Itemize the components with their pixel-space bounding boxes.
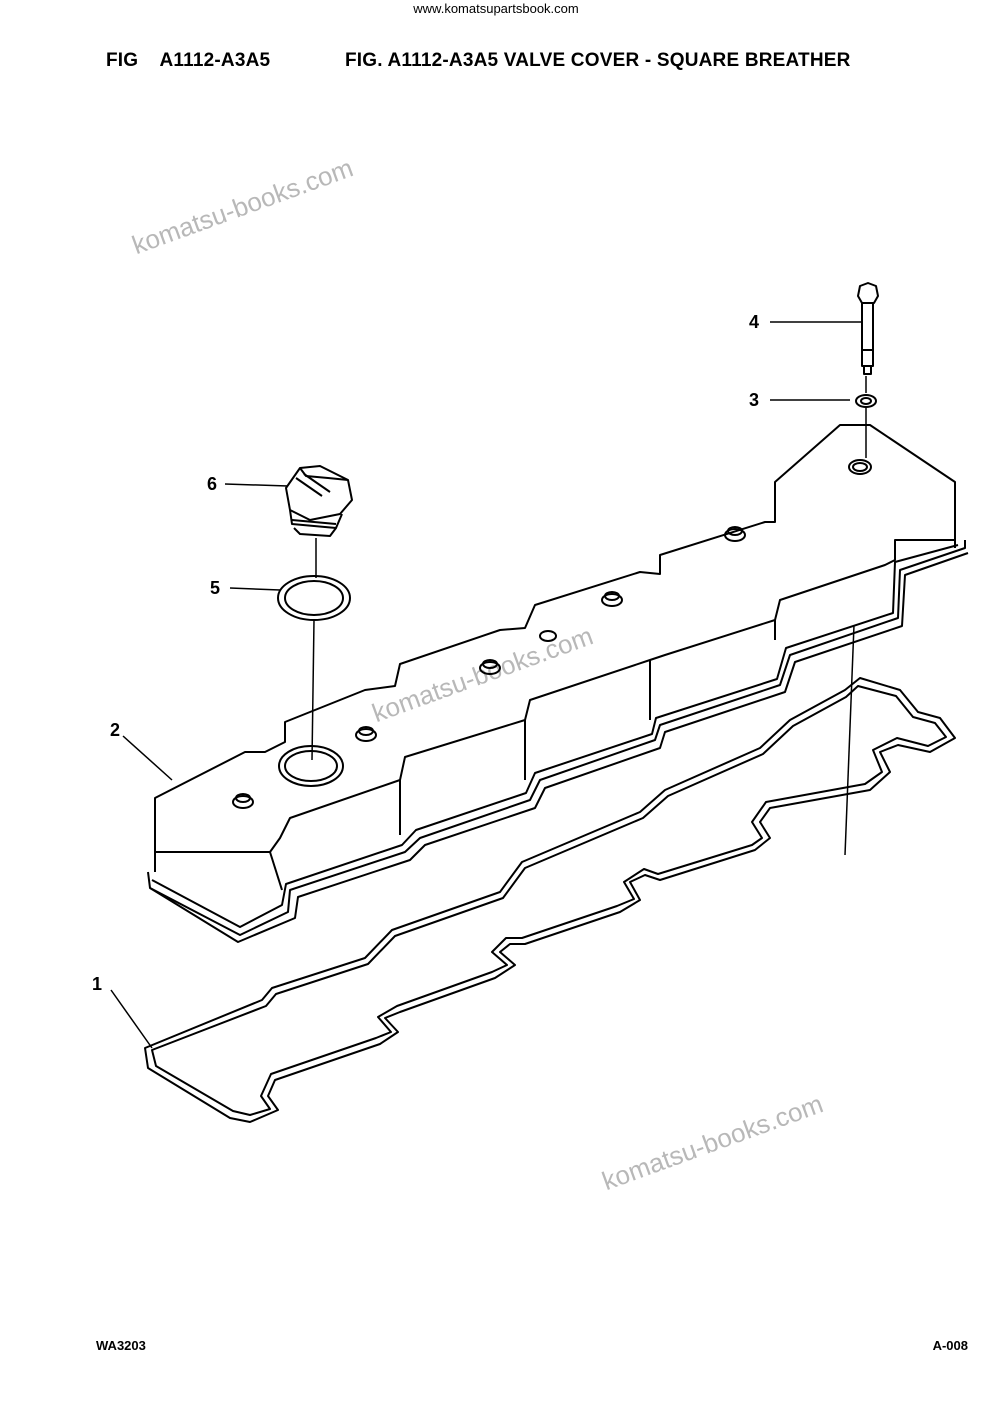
callout-3: 3 <box>749 390 760 410</box>
callout-2: 2 <box>110 720 121 740</box>
callout-6: 6 <box>207 474 218 494</box>
callout-1: 1 <box>92 974 103 994</box>
gasket-part-1 <box>144 677 956 1123</box>
site-url[interactable]: www.komatsupartsbook.com <box>413 1 579 16</box>
figure-title: FIG. A1112-A3A5 VALVE COVER - SQUARE BRE… <box>345 50 851 71</box>
o-ring-part-5 <box>277 575 351 621</box>
figure-code: FIG A1112-A3A5 <box>106 50 271 71</box>
callout-leaders <box>110 321 862 1049</box>
assembly-center-lines <box>311 376 867 856</box>
washer-part-3 <box>855 394 877 408</box>
bolt-part-4 <box>857 282 879 375</box>
valve-cover-part-2 <box>147 424 969 943</box>
page-number: A-008 <box>932 1338 968 1353</box>
footer-code: WA3203 <box>96 1338 146 1353</box>
callout-4: 4 <box>749 312 760 332</box>
filler-cap-part-6 <box>285 465 353 537</box>
callout-5: 5 <box>210 578 221 598</box>
